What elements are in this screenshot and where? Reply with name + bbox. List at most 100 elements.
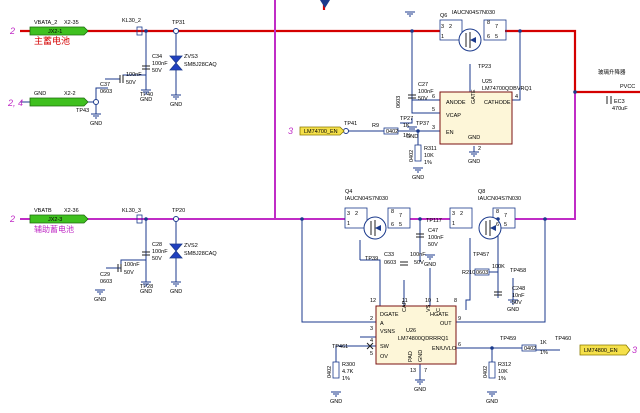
svg-text:2: 2 <box>9 26 15 36</box>
svg-text:A: A <box>380 321 384 327</box>
svg-text:VBATB: VBATB <box>34 208 52 214</box>
svg-text:ZVS2: ZVS2 <box>184 243 198 249</box>
svg-text:TP27: TP27 <box>400 116 413 122</box>
svg-text:GATE: GATE <box>471 89 477 104</box>
svg-text:470uF: 470uF <box>612 106 628 112</box>
svg-text:LM74800_EN: LM74800_EN <box>584 348 618 354</box>
svg-text:1%: 1% <box>403 133 411 139</box>
svg-text:VCAP: VCAP <box>446 113 461 119</box>
svg-text:7: 7 <box>399 213 402 219</box>
ground-symbols: GND GND GND GND GND GND GND GND GND GND … <box>90 11 519 405</box>
svg-text:GND: GND <box>94 297 106 303</box>
svg-text:TP459: TP459 <box>500 336 516 342</box>
r312-resistor: R312 10K 1% 0402 <box>483 361 511 382</box>
svg-text:5: 5 <box>370 351 373 357</box>
svg-text:OV: OV <box>380 354 388 360</box>
gnd-flag: GND X2-2 2, 4 <box>7 91 89 108</box>
svg-text:9: 9 <box>458 316 461 322</box>
svg-text:100K: 100K <box>492 264 505 270</box>
svg-text:50V: 50V <box>512 300 522 306</box>
kl30-2-label: KL30_2 <box>122 18 141 24</box>
svg-text:100nF: 100nF <box>418 89 434 95</box>
svg-text:10K: 10K <box>424 153 434 159</box>
svg-text:CATHODE: CATHODE <box>484 100 511 106</box>
svg-text:TP39: TP39 <box>365 256 378 262</box>
c37-capacitor: C37 0603 100nF 50V <box>100 72 142 95</box>
svg-text:VSNS: VSNS <box>380 329 395 335</box>
svg-text:TP40: TP40 <box>140 92 153 98</box>
svg-text:TP37: TP37 <box>416 121 429 127</box>
c29-capacitor: C29 0603 100nF 50V <box>100 262 140 285</box>
svg-text:主蓄电池: 主蓄电池 <box>34 35 70 46</box>
no-connect-marker <box>366 342 374 350</box>
svg-text:50V: 50V <box>418 96 428 102</box>
svg-text:0402: 0402 <box>483 366 489 378</box>
svg-text:100nF: 100nF <box>152 249 168 255</box>
u25-ideal-diode-controller: ANODE CATHODE VCAP EN GND GATE U25 LM747… <box>432 79 532 152</box>
svg-text:R300: R300 <box>342 362 355 368</box>
r300-resistor: R300 4.7K 1% 0402 <box>327 361 355 382</box>
svg-text:C248: C248 <box>512 286 525 292</box>
svg-text:GND: GND <box>34 91 46 97</box>
lm74800-en-flag: LM74800_EN 3 <box>579 344 637 356</box>
svg-text:50V: 50V <box>152 256 162 262</box>
svg-text:X2-35: X2-35 <box>64 20 79 26</box>
zvs2-tvs-diode: ZVS2 SMBJ28CAQ <box>169 243 217 259</box>
svg-text:1K: 1K <box>403 123 410 129</box>
svg-text:GND: GND <box>90 121 102 127</box>
svg-text:GND: GND <box>486 399 498 405</box>
svg-text:TP460: TP460 <box>555 336 571 342</box>
test-points: TP31 TP43 TP40 TP20 TP28 TP41 TP27 TP37 … <box>76 20 571 350</box>
svg-text:LM74700QDBVRQ1: LM74700QDBVRQ1 <box>482 86 532 92</box>
svg-text:50V: 50V <box>126 80 136 86</box>
svg-text:ZVS3: ZVS3 <box>184 54 198 60</box>
svg-text:50V: 50V <box>428 242 438 248</box>
svg-text:TP461: TP461 <box>332 344 348 350</box>
svg-text:R312: R312 <box>498 362 511 368</box>
svg-text:DGATE: DGATE <box>380 312 399 318</box>
svg-text:C27: C27 <box>418 82 428 88</box>
svg-text:PVCC: PVCC <box>620 84 635 90</box>
svg-text:2, 4: 2, 4 <box>7 98 23 108</box>
svg-text:TP31: TP31 <box>172 20 185 26</box>
svg-text:8: 8 <box>487 20 490 26</box>
svg-text:0402: 0402 <box>386 129 398 135</box>
vbatt2-flag: VBATA_2 X2-35 JX2-1 主蓄电池 2 <box>9 20 89 46</box>
zvs3-tvs-diode: ZVS3 SMBJ28CAQ <box>169 54 217 71</box>
svg-text:100nF: 100nF <box>410 252 426 258</box>
svg-text:C29: C29 <box>100 272 110 278</box>
r9-resistor: R9 1K 1% 0402 <box>372 123 411 139</box>
svg-text:EN/UVLO: EN/UVLO <box>432 346 457 352</box>
svg-text:8: 8 <box>496 209 499 215</box>
svg-text:1%: 1% <box>540 350 548 356</box>
svg-text:8: 8 <box>391 209 394 215</box>
main-battery-rail <box>20 0 640 94</box>
junctions <box>94 29 577 350</box>
svg-text:2: 2 <box>355 211 358 217</box>
svg-text:10nF: 10nF <box>512 293 525 299</box>
svg-text:1: 1 <box>347 221 350 227</box>
svg-text:C28: C28 <box>152 242 162 248</box>
svg-text:TP457: TP457 <box>473 252 489 258</box>
svg-text:IAUCN04S7N030: IAUCN04S7N030 <box>452 10 495 16</box>
svg-text:6: 6 <box>487 34 490 40</box>
svg-text:TP23: TP23 <box>478 64 491 70</box>
svg-text:0402: 0402 <box>524 346 536 352</box>
svg-text:0603: 0603 <box>100 279 112 285</box>
svg-text:3: 3 <box>632 345 637 355</box>
svg-text:6: 6 <box>458 342 461 348</box>
svg-text:SW: SW <box>380 344 390 350</box>
svg-text:EC3: EC3 <box>614 99 625 105</box>
u26-ideal-diode-controller: DGATE HGATE A VSNS OUT SW OV EN/UVLO CAP… <box>370 298 461 374</box>
c248-capacitor: C248 10nF 50V <box>494 286 525 306</box>
svg-text:X2-2: X2-2 <box>64 91 76 97</box>
svg-text:1K: 1K <box>540 340 547 346</box>
svg-text:Q4: Q4 <box>345 189 352 195</box>
svg-text:LM74700_EN: LM74700_EN <box>304 129 338 135</box>
svg-text:2: 2 <box>478 146 481 152</box>
svg-text:GND: GND <box>330 399 342 405</box>
